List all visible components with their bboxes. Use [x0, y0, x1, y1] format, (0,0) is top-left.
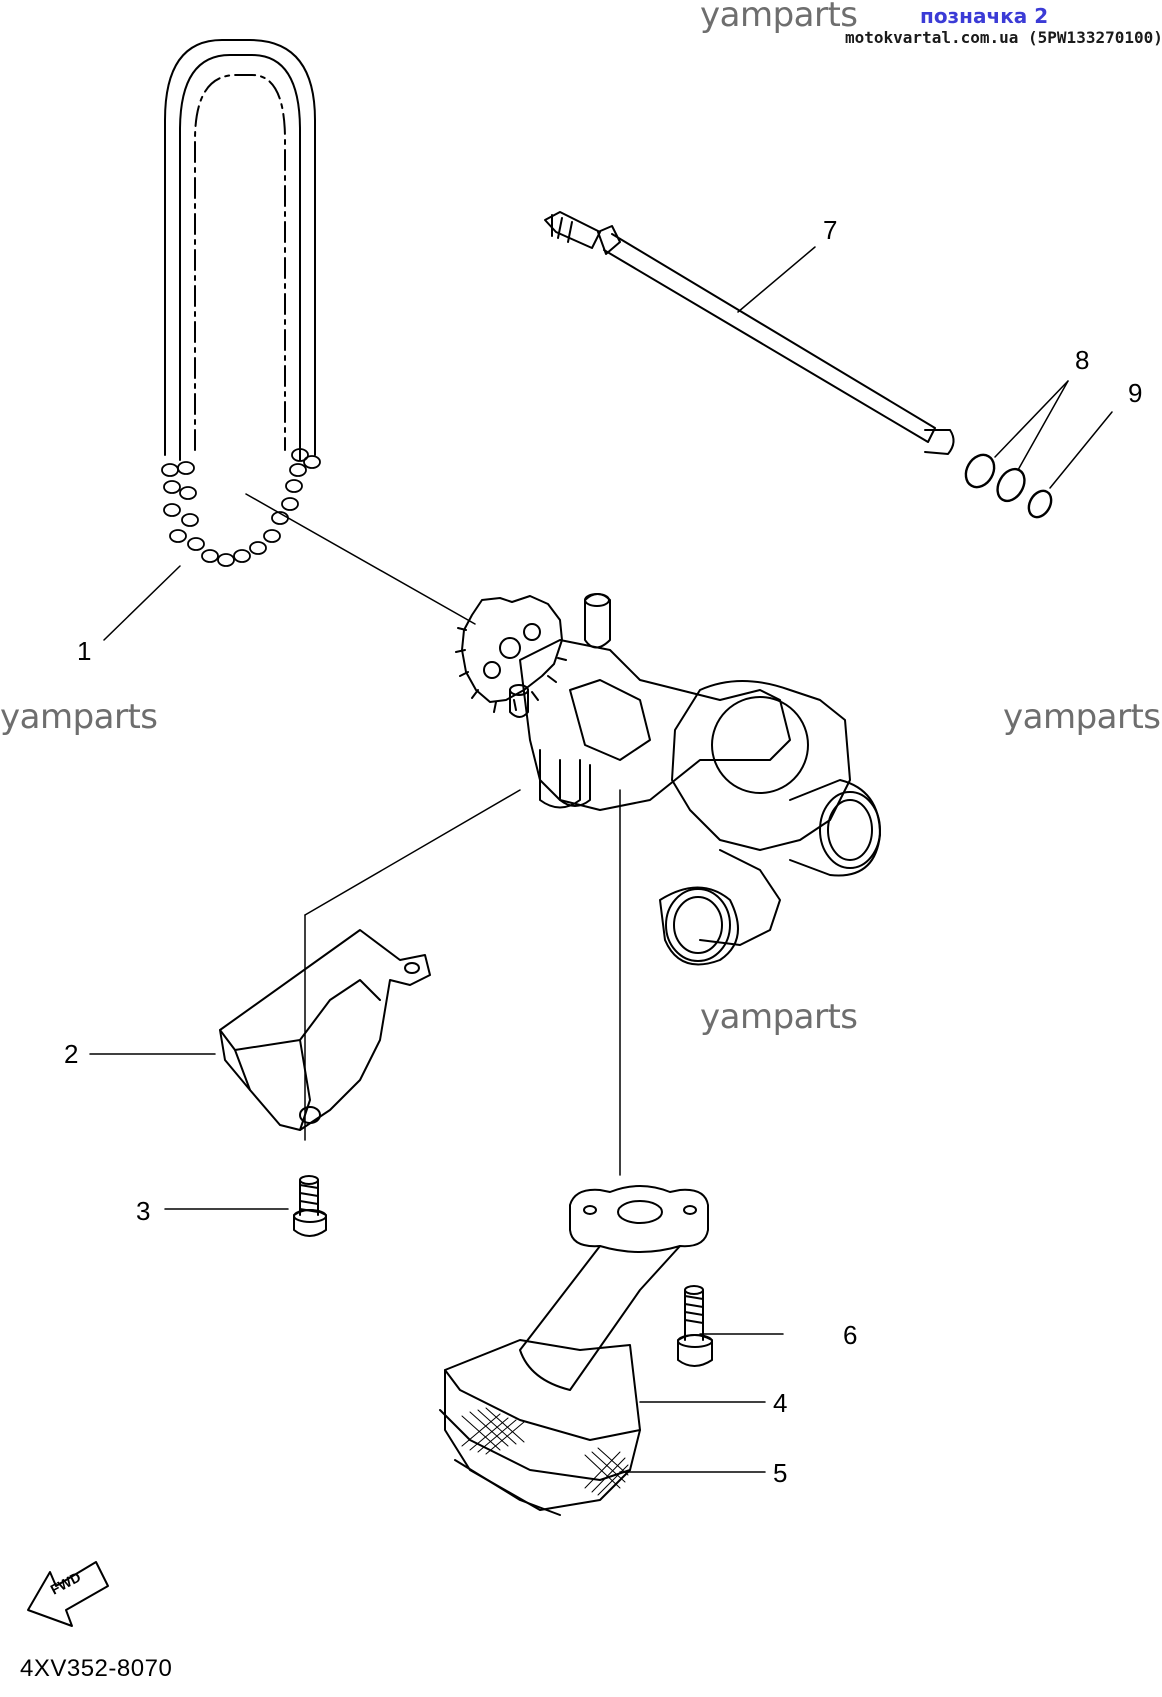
watermark-middle: yamparts	[700, 997, 858, 1037]
callout-7: 7	[823, 215, 838, 245]
callout-5: 5	[773, 1458, 788, 1488]
leader-lines	[89, 246, 1113, 1473]
callout-9: 9	[1128, 378, 1143, 408]
drive-chain	[161, 39, 321, 567]
oil-pump-shaft	[544, 211, 955, 455]
watermark-right: yamparts	[1003, 697, 1161, 737]
oil-pump-assembly	[455, 593, 881, 966]
oil-strainer	[439, 1185, 709, 1516]
callout-8: 8	[1075, 345, 1090, 375]
diagram-code: 4XV352-8070	[20, 1655, 173, 1682]
o-rings	[964, 453, 1053, 519]
callout-3: 3	[136, 1196, 151, 1226]
watermark-left: yamparts	[0, 697, 158, 737]
diagram-mark-label: позначка 2	[920, 4, 1049, 28]
callout-2: 2	[64, 1039, 79, 1069]
bolt-3	[293, 1175, 327, 1237]
callout-4: 4	[773, 1388, 788, 1418]
chain-guide	[219, 929, 431, 1131]
watermark-top: yamparts	[700, 0, 858, 35]
callout-1: 1	[77, 636, 92, 666]
callout-6: 6	[843, 1320, 858, 1350]
source-site-label: motokvartal.com.ua (5PW133270100)	[845, 28, 1162, 47]
fwd-arrow-icon	[27, 1561, 109, 1627]
bolt-6	[677, 1285, 713, 1367]
